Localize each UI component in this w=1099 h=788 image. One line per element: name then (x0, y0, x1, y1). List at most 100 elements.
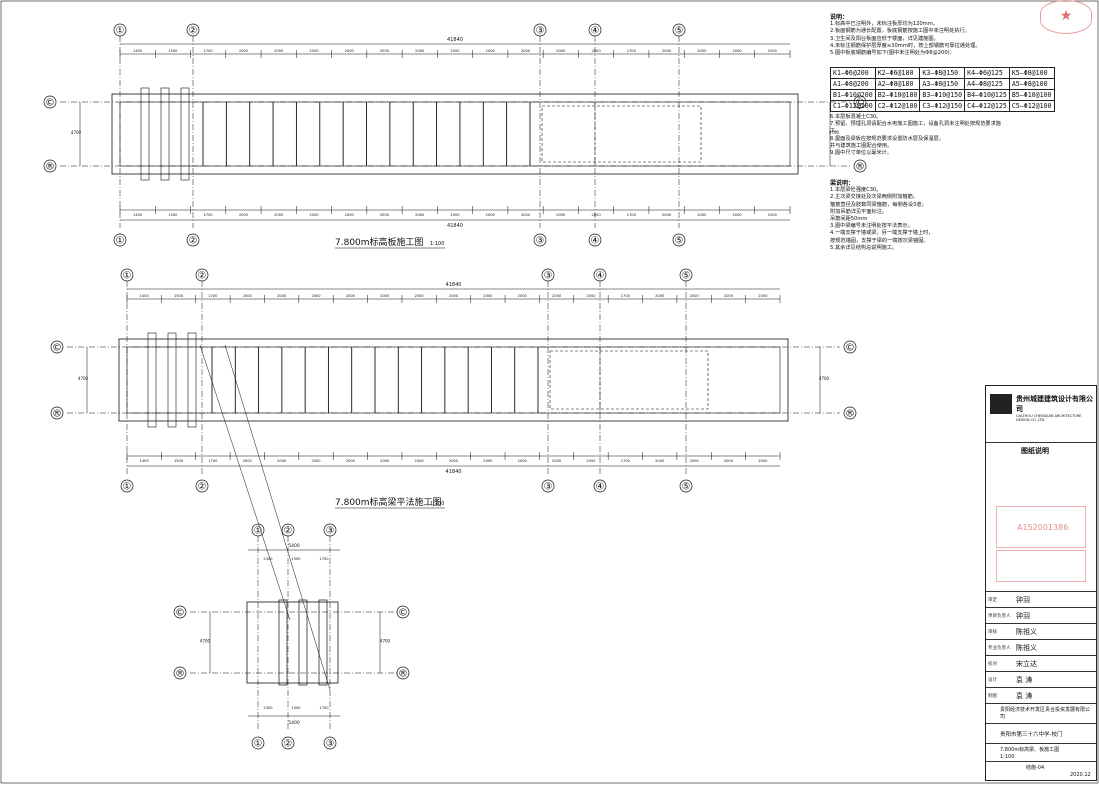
beam-span-dim: 2000 (243, 459, 253, 463)
beam-title: 7.800m标高梁平法施工图 (335, 496, 442, 508)
slab-span-dim: 1500 (168, 49, 178, 53)
table-row: K1—Φ6@200 K2—Φ6@180 K3—Φ8@150 K4—Φ6@125 … (830, 67, 1055, 79)
axis-label: ① (123, 482, 132, 493)
note-line: 3.卫生间及阳台板面应低于楼面，详见建施图。 (830, 35, 939, 42)
role-name: 袁 涛 (1016, 692, 1033, 700)
slab-slab-inner (119, 101, 791, 167)
axis-label: ① (123, 271, 132, 282)
note-line: 箍筋直径及肢数同梁箍筋，每侧各设3道； (830, 201, 927, 208)
slab-span-dim: 1500 (168, 213, 178, 217)
beam-span-dim: 1700 (621, 459, 631, 463)
beam-total-dim: 41840 (446, 469, 462, 475)
beam-axis-bubble-bottom (195, 479, 209, 493)
beam-total-dim: 41840 (446, 282, 462, 288)
slab-span-dim: 2000 (309, 213, 319, 217)
beam-span-dim: 2000 (552, 459, 562, 463)
detail-axis-bubble-bottom (281, 736, 295, 750)
axis-label: ② (198, 482, 207, 493)
role-name: 陈祖义 (1016, 628, 1037, 636)
axis-label: ③ (326, 739, 335, 750)
slab-dashed-zone (541, 105, 702, 163)
slab-side-dim-label: 4700 (71, 130, 82, 135)
beam-span-dim: 1400 (140, 294, 150, 298)
detail-axis-bubble-c (396, 605, 410, 619)
axis-label: © (52, 343, 62, 354)
table-cell: C5—Φ12@100 (1008, 100, 1055, 112)
beam-axis-bubble-top (593, 268, 607, 282)
slab-axis-bubble-top (113, 23, 127, 37)
beam-span-dim: 2000 (449, 459, 459, 463)
slab-total-dim: 41840 (447, 223, 463, 229)
detail-total-dim: 5400 (288, 543, 300, 549)
axis-label: ④ (591, 26, 600, 37)
slab-span-dim: 2000 (274, 49, 284, 53)
slab-span-dim: 2000 (239, 49, 249, 53)
drawing-name-row: 7.800m标高梁、板施工图 1:100 (986, 743, 1096, 761)
axis-label: ® (175, 669, 185, 680)
seal-stamp (996, 550, 1086, 582)
table-cell: B4—Φ10@125 (964, 89, 1010, 101)
beam-span-dim: 2000 (277, 294, 287, 298)
axis-label: ① (254, 526, 263, 537)
slab-slab-outline (111, 93, 799, 175)
axis-label: ⑤ (675, 236, 684, 247)
table-row: C1—Φ12@200 C2—Φ12@180 C3—Φ12@150 C4—Φ12@… (830, 100, 1055, 112)
note-line: 5.图中板底钢筋编号如下(图中未注明处为Φ8@200)： (830, 50, 955, 57)
red-seal-stamp: ★ (1040, 0, 1092, 34)
axis-label: © (845, 343, 855, 354)
table-cell: B2—Φ10@180 (874, 89, 921, 101)
beam-side-dim-label: 4700 (819, 376, 830, 381)
slab-axis-bubble-b (853, 159, 867, 173)
detail-span-dim: 1500 (291, 557, 301, 561)
axis-label: ④ (591, 236, 600, 247)
beam-span-dim: 2000 (518, 459, 528, 463)
note-line: 吊筋间距50mm (830, 216, 868, 223)
slab-axis-bubble-b (43, 159, 57, 173)
slab-span-dim: 2000 (345, 213, 355, 217)
beam-span-dim: 2000 (586, 459, 596, 463)
table-cell: B3—Φ10@150 (919, 89, 966, 101)
axis-label: ① (116, 236, 125, 247)
axis-label: ② (189, 236, 198, 247)
table-cell: C3—Φ12@150 (919, 100, 966, 112)
beam-span-dim: 2000 (758, 294, 768, 298)
table-cell: B5—Φ10@100 (1008, 89, 1055, 101)
beam-span-dim: 2000 (346, 294, 356, 298)
table-cell: B1—Φ10@200 (830, 89, 876, 101)
table-cell: K4—Φ6@125 (964, 67, 1010, 79)
axis-label: ③ (544, 271, 553, 282)
drawing-number: 结施-04 (1026, 765, 1045, 771)
role-name: 陈祖义 (1016, 644, 1037, 652)
beam-span-dim: 2000 (724, 294, 734, 298)
role-label: 审核 (988, 630, 997, 635)
beam-span-dim: 1400 (140, 459, 150, 463)
axis-label: ⑤ (682, 271, 691, 282)
slab-span-dim: 2000 (415, 49, 425, 53)
beam-span-dim: 2000 (758, 459, 768, 463)
beam-axis-bubble-bottom (541, 479, 555, 493)
slab-total-dim: 41840 (447, 37, 463, 43)
table-cell: C2—Φ12@180 (874, 100, 921, 112)
project-name: 贵阳市第三十六中学-校门 (1000, 732, 1063, 738)
slab-span-dim: 1700 (204, 213, 214, 217)
axis-label: ④ (596, 271, 605, 282)
detail-axis-bubble-b (173, 666, 187, 680)
client-name: 贵阳经济技术开发区贵合投资发展有限公司 (1000, 707, 1091, 720)
beam-side-dim-label: 4700 (78, 376, 89, 381)
project-row: 贵阳市第三十六中学-校门 (986, 723, 1096, 743)
axis-label: ① (254, 739, 263, 750)
beam-span-dim: 2000 (724, 459, 734, 463)
beam-column-strip (147, 332, 157, 428)
slab-axis-bubble-bottom (113, 233, 127, 247)
slab-axis-bubble-bottom (533, 233, 547, 247)
table-cell: K5—Φ8@100 (1008, 67, 1055, 79)
role-row: 校对 宋立达 (986, 655, 1096, 671)
detail-axis-bubble-top (251, 523, 265, 537)
axis-label: © (45, 98, 55, 109)
beam-axis-bubble-bottom (679, 479, 693, 493)
role-label: 专业负责人 (988, 646, 1011, 651)
note-line: 3.图中梁编号未注明处按平法表示。 (830, 223, 913, 230)
detail-span-dim: 1700 (319, 706, 329, 710)
slab-axis-bubble-bottom (672, 233, 686, 247)
axis-label: ③ (536, 236, 545, 247)
